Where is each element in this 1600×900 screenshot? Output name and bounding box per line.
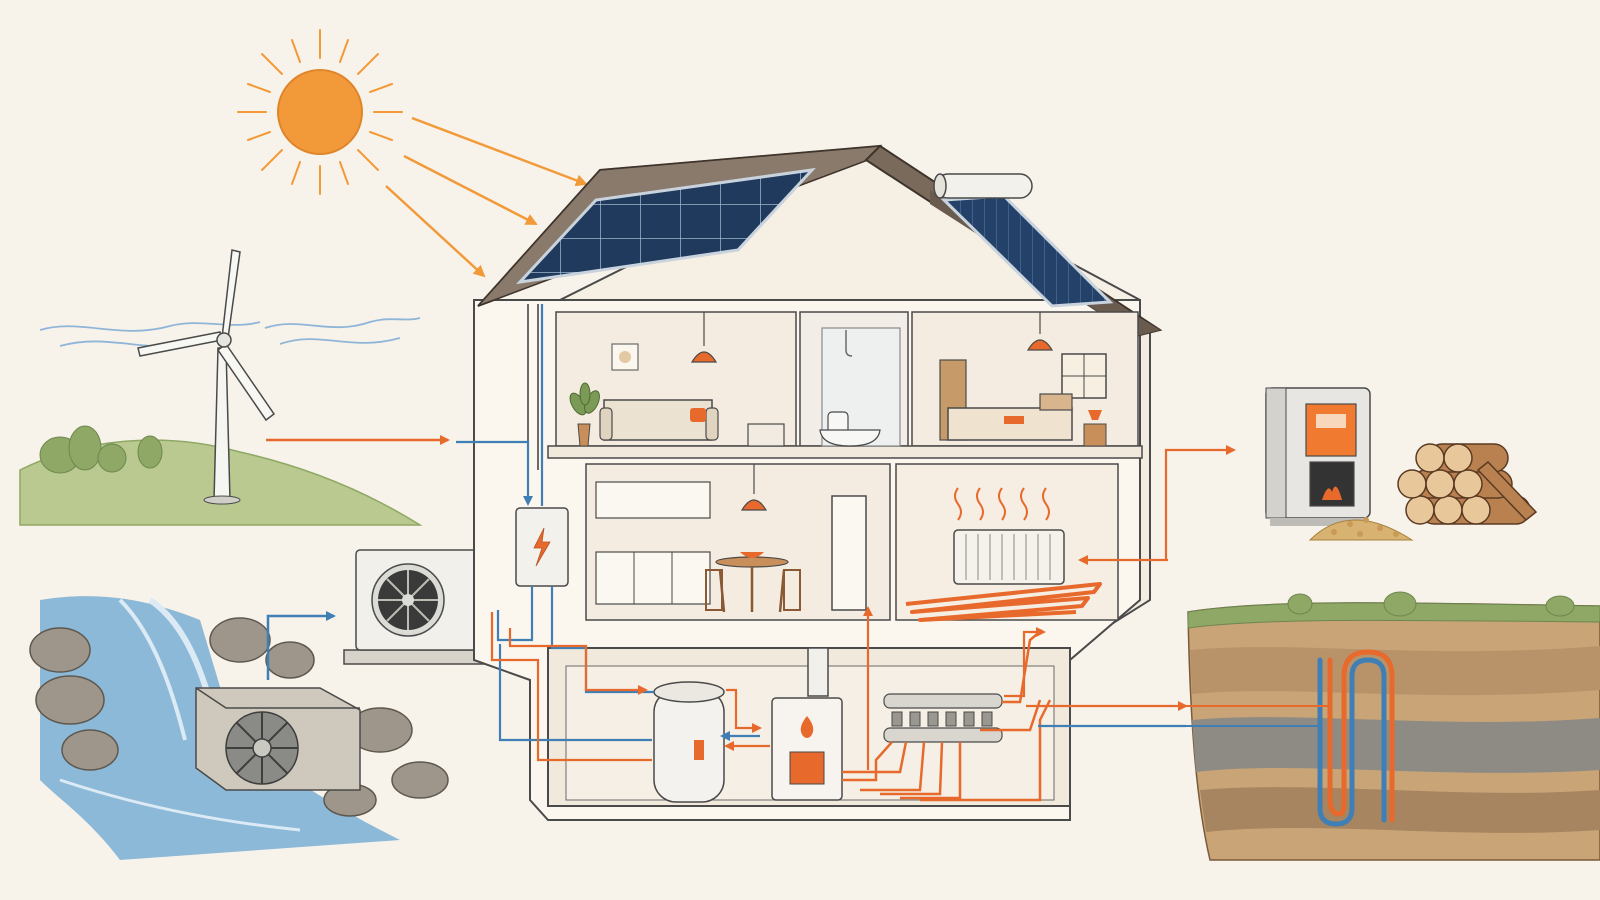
sunlight-arrows (385, 116, 588, 278)
water-wheel-icon (195, 687, 361, 791)
kitchen (595, 464, 867, 613)
heated-room (905, 487, 1102, 622)
flame-icon (800, 716, 814, 738)
sun-icon (237, 29, 403, 195)
radiator-icon (953, 529, 1065, 585)
river-rocks (29, 617, 449, 817)
wind-turbine-icon (137, 249, 276, 505)
solar-thermal-icon (933, 173, 1114, 308)
heat-pump-icon (343, 549, 485, 665)
hot-water-tank-icon (653, 681, 725, 803)
energy-controller (515, 507, 569, 587)
hot-flow-lines (490, 445, 1236, 770)
lightning-icon (533, 527, 551, 567)
stove-icon (1265, 387, 1371, 526)
manifold (883, 693, 1003, 743)
hydro-energy-arrow (266, 611, 336, 680)
bathroom (819, 327, 901, 447)
ground-loop-icon (1185, 649, 1395, 827)
wood-pellets (1308, 517, 1414, 541)
solar-panel-icon (516, 167, 816, 285)
house (473, 144, 1163, 821)
living-room (569, 312, 785, 447)
bedroom (939, 312, 1107, 447)
log-pile-icon (1397, 443, 1538, 525)
boiler (771, 647, 843, 801)
underfloor-heating (905, 582, 1102, 622)
